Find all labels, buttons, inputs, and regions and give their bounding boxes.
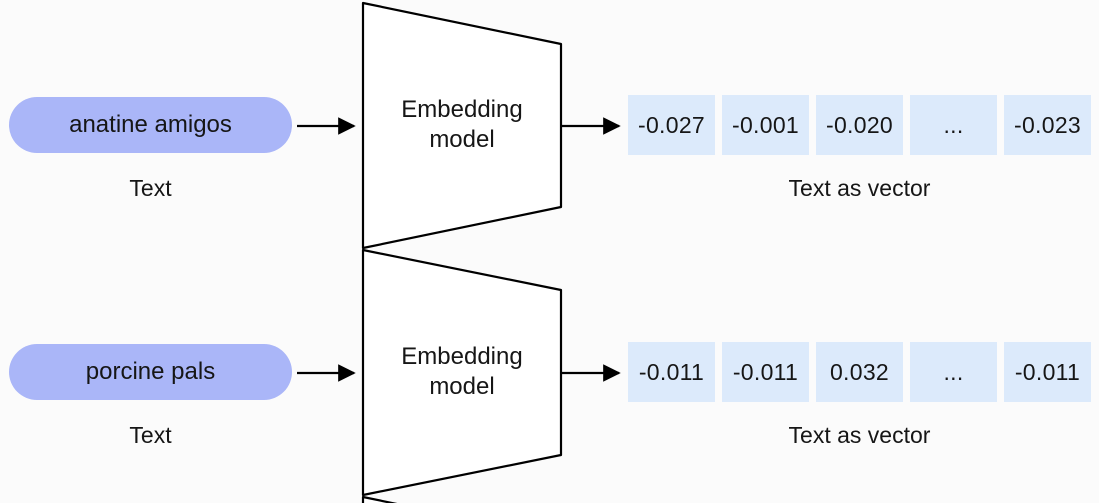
- vector-cell: -0.020: [816, 95, 903, 155]
- input-caption-1: Text: [129, 175, 172, 201]
- embedding-model-label-1: Embedding model: [373, 94, 551, 156]
- embedding-model-label-line1: Embedding: [401, 343, 523, 370]
- vector-row-2: -0.011 -0.011 0.032 ... -0.011: [628, 342, 1091, 402]
- embedding-model-label-line1: Embedding: [401, 96, 523, 123]
- vector-cell: -0.027: [628, 95, 715, 155]
- vector-caption-2: Text as vector: [788, 422, 931, 448]
- diagram-row-1: anatine amigos Text Embedding model -0.0…: [0, 0, 1099, 248]
- vector-cell: -0.011: [722, 342, 809, 402]
- vector-row-1: -0.027 -0.001 -0.020 ... -0.023: [628, 95, 1091, 155]
- vector-cell: -0.011: [1004, 342, 1091, 402]
- embedding-model-label-line2: model: [429, 126, 495, 153]
- embedding-model-trapezoid-1: [361, 1, 563, 250]
- vector-caption-1: Text as vector: [788, 175, 931, 201]
- input-text-2: porcine pals: [85, 358, 216, 385]
- diagram-row-2: porcine pals Text Embedding model -0.011…: [0, 247, 1099, 495]
- input-text-pill-1: anatine amigos: [9, 97, 292, 153]
- input-text-pill-2: porcine pals: [9, 344, 292, 400]
- embedding-model-label-2: Embedding model: [373, 341, 551, 403]
- vector-cell: -0.001: [722, 95, 809, 155]
- vector-cell: -0.023: [1004, 95, 1091, 155]
- vector-cell-ellipsis: ...: [910, 342, 997, 402]
- vector-cell: -0.011: [628, 342, 715, 402]
- embedding-model-trapezoid-3-partial: [361, 495, 398, 503]
- vector-cell-ellipsis: ...: [910, 95, 997, 155]
- vector-cell: 0.032: [816, 342, 903, 402]
- embedding-model-trapezoid-2: [361, 248, 563, 497]
- embedding-model-label-line2: model: [429, 373, 495, 400]
- input-caption-2: Text: [129, 422, 172, 448]
- input-text-1: anatine amigos: [69, 111, 232, 138]
